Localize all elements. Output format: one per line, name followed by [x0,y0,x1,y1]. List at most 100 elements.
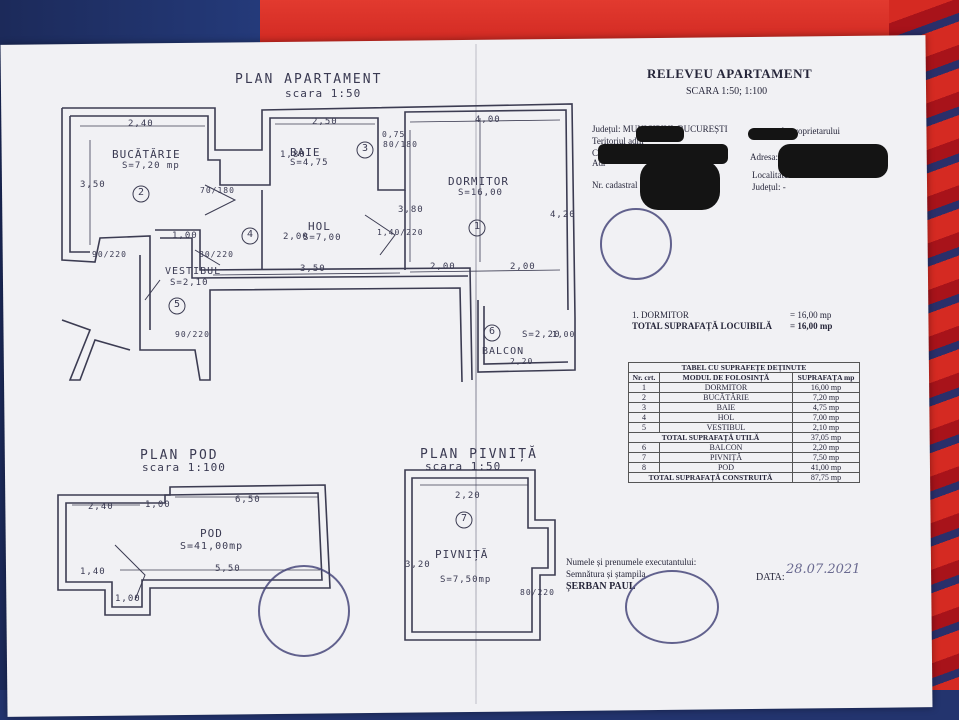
pod-wall [57,484,331,616]
dim-200-hol: 2,00 [283,232,309,242]
dim-pod-240: 2,40 [88,502,114,512]
door-90-220-b: 90/220 [175,330,210,339]
apartment-wall [61,108,151,330]
apartment-wall [70,109,569,311]
plan-apartament-scale: scara 1:50 [285,87,362,100]
pod-stair [114,544,146,601]
dim-220-balcon: 2,20 [510,357,534,366]
table-header-nr: Nr. crt. [628,372,660,383]
dim-pod-550: 5,50 [215,564,241,574]
dim-piv-320: 3,20 [405,560,431,570]
room-num-7: 7 [461,513,469,524]
redaction [778,144,888,178]
summary-value-2: = 16,00 mp [790,321,833,331]
room-num-2: 2 [138,187,146,198]
paper-fold [475,44,477,704]
dim-250: 2,50 [312,117,338,127]
plan-apartament-title: PLAN APARTAMENT [235,72,383,87]
room-number-circle [356,141,374,159]
door-140-220: 1,40/220 [377,228,424,237]
dim-240: 2,40 [128,119,154,129]
room-num-5: 5 [174,299,182,310]
dim-200-b: 2,00 [510,262,536,272]
room-area-dormitor: S=16,00 [458,188,503,198]
room-area-hol: S=7,00 [303,233,342,243]
room-number-circle [241,227,259,245]
pivnita-wall [404,469,556,641]
dim-200-a: 2,00 [430,262,456,272]
room-area-vestibul: S=2,10 [170,278,209,288]
authorization-stamp-right [625,570,719,644]
apartment-wall [155,229,473,381]
room-name-bucatarie: BUCĂTĂRIE [112,148,181,161]
room-name-pivnita: PIVNIȚĂ [435,548,489,561]
redaction [640,160,720,210]
dim-100: 1,00 [172,231,198,241]
plan-pod-scale: scara 1:100 [142,461,226,474]
room-num-1: 1 [474,221,482,232]
summary-label-2: TOTAL SUPRAFAȚĂ LOCUIBILĂ [632,321,773,331]
room-name-vestibul: VESTIBUL [165,266,222,277]
dim-pod-100: 1,00 [145,500,171,510]
dim-pod-100b: 1,00 [115,594,141,604]
dim-180: 1,80 [280,150,306,160]
sig-line-3: ȘERBAN PAUL [566,581,636,592]
nr-cadastral-line: Nr. cadastral [592,180,638,190]
door-90-220-a: 90/220 [92,250,127,259]
room-area-balcon: S=2,20 [522,330,561,340]
redaction [598,144,728,164]
room-number-circle [455,511,473,529]
apartment-wall [62,103,576,319]
room-area-bucatarie: S=7,20 mp [122,161,180,171]
apartment-wall [160,237,469,279]
dim-pod-650: 6,50 [235,495,261,505]
door-80-180: 80/180 [383,140,418,149]
adresa-left-line: Adr [592,158,606,168]
cadastral-stamp [600,208,672,280]
releveu-title: RELEVEU APARTAMENT [647,66,813,81]
localitatea-line: Localitatea: [752,170,795,180]
sig-line-1: Numele și prenumele executantului: [566,557,697,567]
room-number-circle [132,185,150,203]
door-80-220: 80/220 [199,250,234,259]
door-swing [144,279,161,301]
room-area-baie: S=4,75 [290,158,329,168]
surfaces-table: TABEL CU SUPRAFEȚE DEȚINUTE Nr. crt. MOD… [628,362,860,483]
table-caption: TABEL CU SUPRAFEȚE DEȚINUTE [628,362,860,373]
dim-350-hol: 3,50 [300,264,326,274]
room-area-pivnita: S=7,50mp [440,575,492,585]
dim-100-balcon: 1,00 [552,330,576,339]
dim-400: 4,00 [475,115,501,125]
dim-380: 3,80 [398,205,424,215]
apartment-wall [69,116,90,253]
door-70-180: 70/180 [200,186,235,195]
room-area-pod: S=41,00mp [180,541,244,552]
redaction [748,128,798,140]
teritoriul-line: Teritoriul adm [592,136,644,146]
room-num-3: 3 [362,143,370,154]
room-number-circle [168,297,186,315]
room-num-4: 4 [247,229,255,240]
plan-pivnita-scale: scara 1:50 [425,460,502,473]
dim-075: 0,75 [382,130,406,139]
sig-line-2: Semnătura și ștampila [566,569,646,579]
stair-wall [61,319,131,381]
balcony-wall [483,306,569,365]
door-swing [364,214,396,256]
room-name-baie: BAIE [290,146,321,159]
door-swing [194,249,221,266]
room-name-hol: HOL [308,220,331,233]
authorization-stamp-left [258,565,350,657]
judetul-line: Județul: - [752,182,786,192]
dim-350-left: 3,50 [80,180,106,190]
